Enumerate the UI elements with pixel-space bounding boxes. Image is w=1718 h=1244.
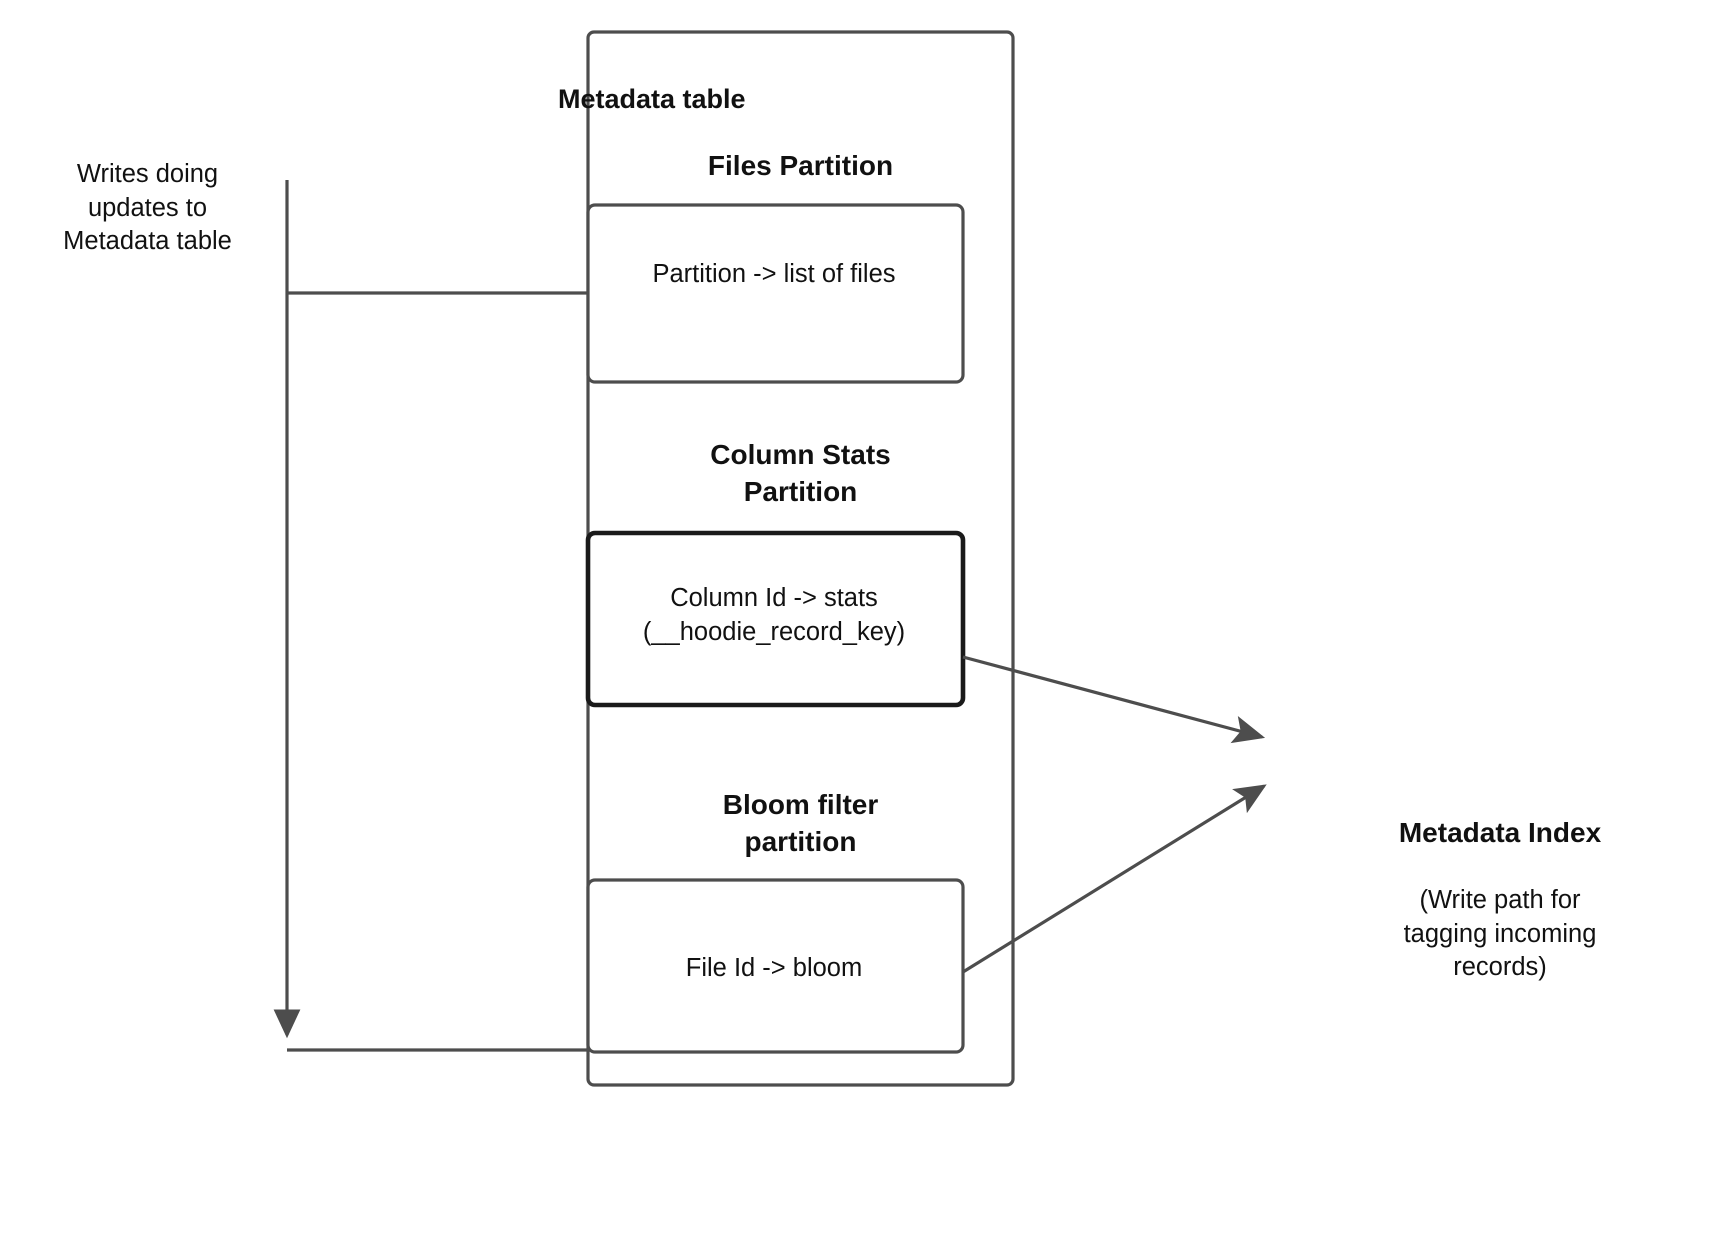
metadata-table-title: Metadata table — [558, 84, 746, 114]
bloom-filter-partition-heading: Bloom filter partition — [722, 789, 879, 857]
files-partition-box — [586, 203, 965, 384]
bloom-filter-partition-box-label: File Id -> bloom — [685, 954, 863, 982]
metadata-index-title: Metadata Index — [1398, 817, 1602, 848]
column-stats-partition-heading: Column Stats Partition — [710, 439, 891, 507]
column-stats-partition-box-label: Column Id -> stats (__hoodie_record_key) — [642, 584, 906, 646]
writes-updates-caption: Writes doing updates to Metadata table — [63, 160, 232, 256]
files-partition-box-label: Partition -> list of files — [652, 260, 896, 288]
metadata-table-container-box — [586, 30, 1015, 1087]
metadata-index-note: (Write path for tagging incoming records… — [1403, 886, 1597, 982]
column-stats-to-metadata-index-arrow — [962, 655, 1266, 744]
files-partition-heading: Files Partition — [707, 150, 894, 181]
